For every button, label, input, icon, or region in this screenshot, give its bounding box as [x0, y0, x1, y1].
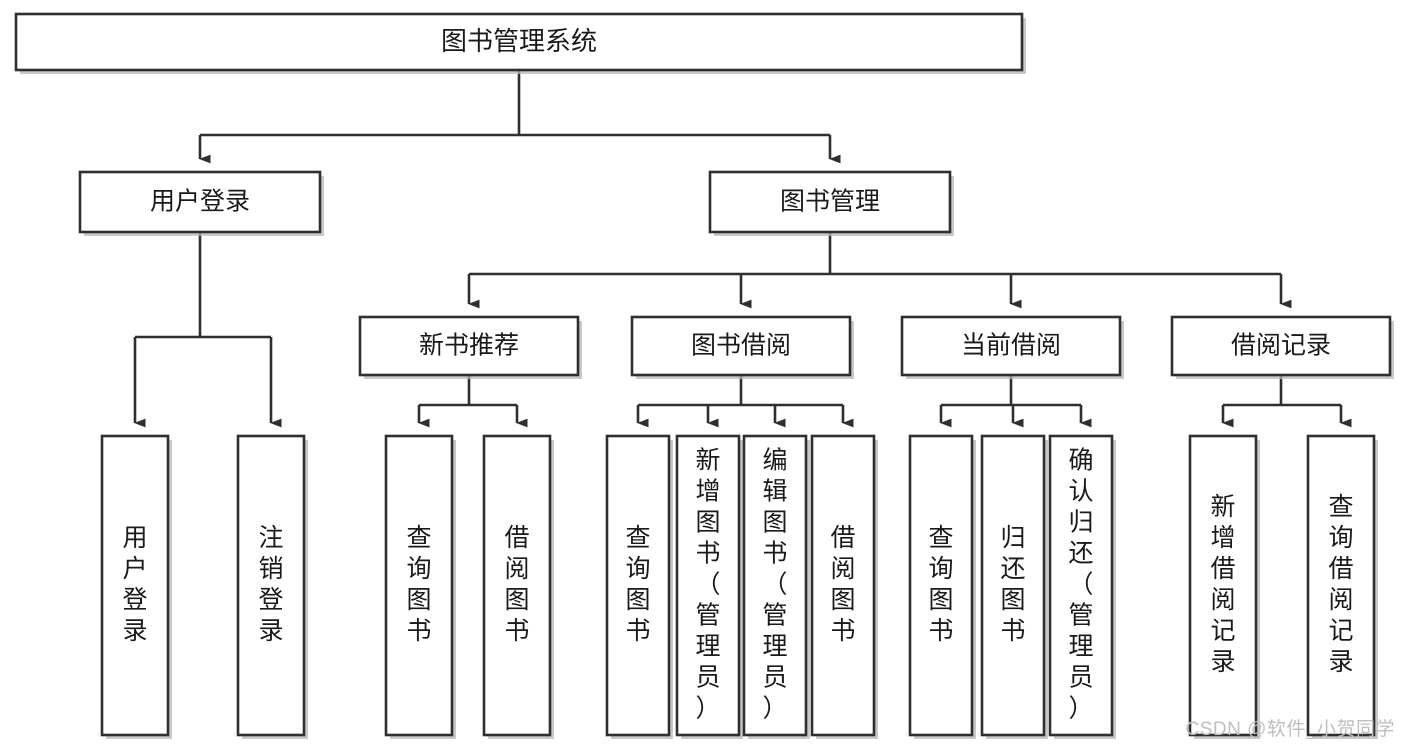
node-box-leaf-edit-book-admin[interactable]: [742, 434, 808, 737]
connector-group-current-borrow: [939, 375, 1092, 428]
node-box-root[interactable]: [14, 12, 1024, 72]
node-label-borrow-record: 借阅记录: [1231, 332, 1331, 360]
node-box-leaf-confirm-return-admin[interactable]: [1048, 434, 1114, 737]
node-box-book-manage[interactable]: [708, 170, 952, 234]
node-label-new-book-recommend: 新书推荐: [419, 332, 519, 360]
node-label-leaf-query-borrow-record: 查询借阅记录: [1328, 493, 1353, 676]
node-box-leaf-query-book-borrow[interactable]: [605, 434, 671, 737]
csdn-watermark: CSDN @软件_小贺同学: [1185, 719, 1395, 740]
node-label-leaf-query-book-current: 查询图书: [928, 524, 953, 645]
node-label-book-manage: 图书管理: [780, 188, 880, 216]
node-box-leaf-return-book[interactable]: [980, 434, 1046, 737]
node-new-book-recommend[interactable]: 新书推荐: [358, 315, 580, 377]
node-leaf-user-logout[interactable]: 注销登录: [236, 434, 306, 737]
node-label-current-borrow: 当前借阅: [961, 332, 1061, 360]
node-leaf-borrow-book-rec[interactable]: 借阅图书: [482, 434, 552, 737]
node-leaf-query-book-rec[interactable]: 查询图书: [384, 434, 454, 737]
node-user-login[interactable]: 用户登录: [78, 170, 322, 234]
node-box-leaf-query-book-rec[interactable]: [384, 434, 454, 737]
node-box-leaf-user-login[interactable]: [100, 434, 170, 737]
node-box-leaf-add-borrow-record[interactable]: [1188, 434, 1258, 737]
connector-layer: [133, 70, 1352, 428]
node-root[interactable]: 图书管理系统: [14, 12, 1024, 72]
node-box-leaf-borrow-book[interactable]: [810, 434, 876, 737]
node-leaf-add-book-admin[interactable]: 新增图书（管理员）: [675, 434, 741, 737]
node-book-manage[interactable]: 图书管理: [708, 170, 952, 234]
connector-group-borrow-record: [1221, 375, 1352, 428]
node-leaf-borrow-book[interactable]: 借阅图书: [810, 434, 876, 737]
node-label-leaf-add-borrow-record: 新增借阅记录: [1210, 493, 1235, 676]
node-leaf-add-borrow-record[interactable]: 新增借阅记录: [1188, 434, 1258, 737]
node-label-root: 图书管理系统: [441, 26, 597, 56]
node-box-book-borrow[interactable]: [630, 315, 852, 377]
node-box-leaf-add-book-admin[interactable]: [675, 434, 741, 737]
node-leaf-edit-book-admin[interactable]: 编辑图书（管理员）: [742, 434, 808, 737]
connector-group-book-manage: [467, 232, 1292, 309]
node-box-leaf-borrow-book-rec[interactable]: [482, 434, 552, 737]
node-leaf-query-borrow-record[interactable]: 查询借阅记录: [1306, 434, 1376, 737]
node-leaf-query-book-borrow[interactable]: 查询图书: [605, 434, 671, 737]
node-label-leaf-borrow-book: 借阅图书: [830, 524, 855, 645]
connector-group-new-book-recommend: [417, 375, 528, 428]
connector-group-user-login: [133, 232, 282, 428]
node-label-leaf-return-book: 归还图书: [1000, 524, 1025, 645]
node-box-user-login[interactable]: [78, 170, 322, 234]
node-label-leaf-query-book-rec: 查询图书: [406, 524, 431, 645]
node-leaf-return-book[interactable]: 归还图书: [980, 434, 1046, 737]
node-label-leaf-edit-book-admin: 编辑图书（管理员）: [762, 446, 787, 722]
node-borrow-record[interactable]: 借阅记录: [1170, 315, 1392, 377]
node-box-leaf-user-logout[interactable]: [236, 434, 306, 737]
node-label-leaf-user-login: 用户登录: [122, 524, 147, 645]
node-box-borrow-record[interactable]: [1170, 315, 1392, 377]
node-book-borrow[interactable]: 图书借阅: [630, 315, 852, 377]
connector-group-root: [198, 70, 841, 164]
node-box-leaf-query-book-current[interactable]: [908, 434, 974, 737]
node-layer: 图书管理系统用户登录图书管理新书推荐图书借阅当前借阅借阅记录用户登录注销登录查询…: [14, 12, 1392, 737]
connector-group-book-borrow: [636, 375, 854, 428]
node-leaf-query-book-current[interactable]: 查询图书: [908, 434, 974, 737]
node-leaf-user-login[interactable]: 用户登录: [100, 434, 170, 737]
node-box-new-book-recommend[interactable]: [358, 315, 580, 377]
node-label-book-borrow: 图书借阅: [691, 332, 791, 360]
node-label-user-login: 用户登录: [150, 188, 250, 216]
node-label-leaf-user-logout: 注销登录: [258, 524, 283, 645]
node-label-leaf-confirm-return-admin: 确认归还（管理员）: [1068, 446, 1093, 722]
node-box-current-borrow[interactable]: [900, 315, 1122, 377]
node-label-leaf-query-book-borrow: 查询图书: [625, 524, 650, 645]
node-current-borrow[interactable]: 当前借阅: [900, 315, 1122, 377]
node-label-leaf-add-book-admin: 新增图书（管理员）: [695, 446, 720, 722]
node-label-leaf-borrow-book-rec: 借阅图书: [504, 524, 529, 645]
node-leaf-confirm-return-admin[interactable]: 确认归还（管理员）: [1048, 434, 1114, 737]
node-box-leaf-query-borrow-record[interactable]: [1306, 434, 1376, 737]
